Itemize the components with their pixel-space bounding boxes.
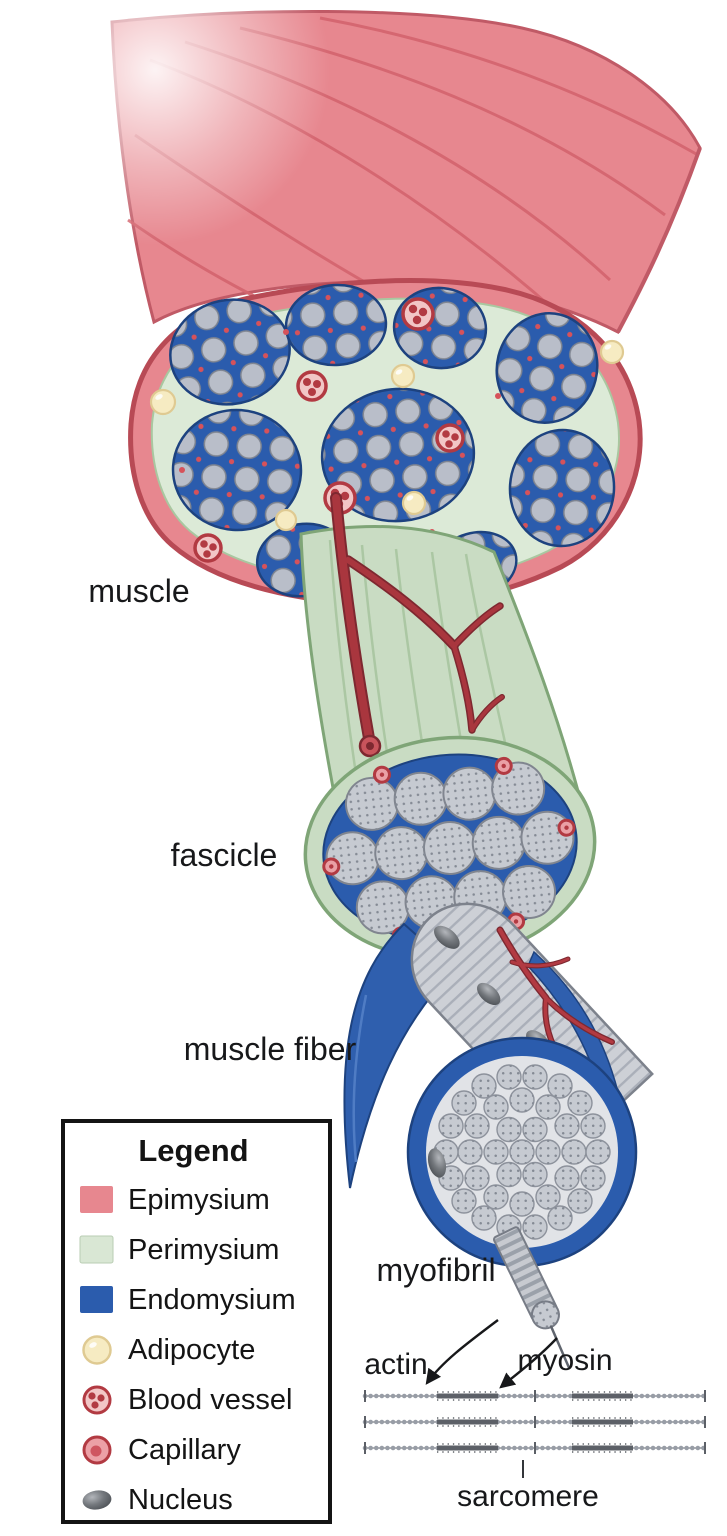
legend-item-endomysium: Endomysium — [77, 1275, 328, 1325]
legend-item-label: Endomysium — [128, 1283, 296, 1316]
label-muscle-fiber: muscle fiber — [184, 1031, 357, 1067]
sarcomere-filaments — [365, 1390, 705, 1478]
legend-item-label: Perimysium — [128, 1233, 280, 1266]
highlight — [0, 0, 330, 245]
myosin-arrow — [499, 1337, 558, 1389]
legend-title: Legend — [138, 1133, 249, 1168]
muscle-fiber-cross-section — [406, 1036, 638, 1268]
legend-item-capillary: Capillary — [77, 1425, 328, 1475]
adipocyte-icon — [82, 1335, 112, 1365]
actin-arrow — [425, 1319, 499, 1385]
legend-item-epimysium: Epimysium — [77, 1175, 328, 1225]
legend-item-perimysium: Perimysium — [77, 1225, 328, 1275]
nucleus-icon — [82, 1490, 112, 1510]
endomysium-swatch — [80, 1286, 113, 1313]
legend-item-blood-vessel: Blood vessel — [77, 1375, 328, 1425]
label-sarcomere: sarcomere — [457, 1480, 599, 1513]
legend-item-label: Blood vessel — [128, 1383, 293, 1416]
nucleus — [427, 1148, 447, 1178]
legend-box: Legend Epimysium Perimysium Endomysium A… — [61, 1119, 332, 1524]
fascicle-cross-section — [303, 735, 597, 961]
legend-item-label: Capillary — [128, 1433, 241, 1466]
blood-vessels — [193, 297, 465, 563]
perimysium-swatch — [79, 1235, 114, 1264]
legend-item-label: Adipocyte — [128, 1333, 256, 1366]
label-muscle: muscle — [88, 573, 189, 609]
adipocytes — [149, 339, 625, 532]
myofibril-rod — [493, 1226, 571, 1370]
legend-item-label: Epimysium — [128, 1183, 270, 1216]
epimysium-swatch — [80, 1186, 113, 1213]
blood-vessel-branch — [330, 492, 505, 758]
legend-item-label: Nucleus — [128, 1483, 233, 1516]
legend-item-adipocyte: Adipocyte — [77, 1325, 328, 1375]
label-fascicle: fascicle — [171, 837, 278, 873]
label-actin: actin — [364, 1348, 427, 1381]
muscle-belly — [0, 0, 702, 335]
blood-vessel-icon — [82, 1385, 112, 1415]
legend-item-nucleus: Nucleus — [77, 1475, 328, 1525]
capillary-icon — [82, 1435, 112, 1465]
label-myosin: myosin — [517, 1344, 612, 1377]
label-myofibril: myofibril — [376, 1252, 495, 1288]
